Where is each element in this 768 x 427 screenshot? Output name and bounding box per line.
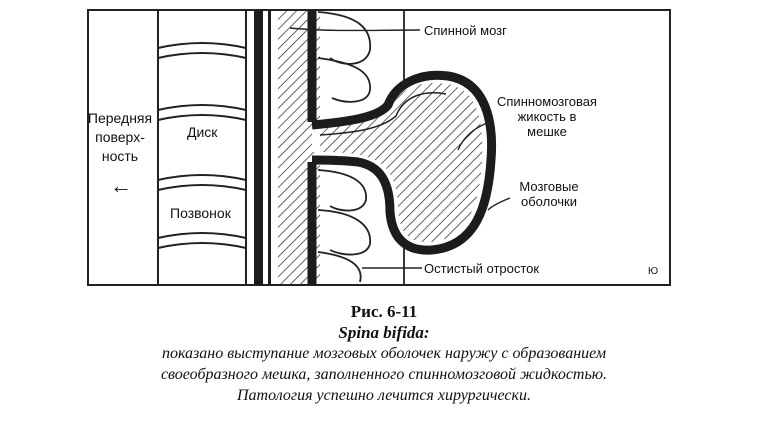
label-spinal-cord: Спинной мозг bbox=[424, 23, 507, 38]
figure-title: Spina bifida: bbox=[338, 323, 430, 342]
label-front-surface: Передняя поверх- ность bbox=[84, 109, 156, 166]
label-spinous-process: Остистый отросток bbox=[424, 261, 540, 276]
dura-layers bbox=[254, 10, 271, 285]
spinous-processes bbox=[317, 11, 372, 283]
caption-line: показано выступание мозговых оболочек на… bbox=[161, 345, 607, 362]
label-csf-sac-line: Спинномозговая bbox=[497, 94, 597, 109]
vertebral-column bbox=[157, 10, 247, 285]
label-csf-sac-line: мешке bbox=[527, 124, 567, 139]
label-front-surface-line: Передняя bbox=[87, 110, 153, 126]
label-meninges: Мозговые оболочки bbox=[508, 179, 590, 209]
label-front-surface-line: поверх- bbox=[95, 129, 145, 145]
diagram-frame bbox=[87, 9, 671, 286]
artist-signature: Ю bbox=[648, 266, 659, 277]
csf-sac bbox=[311, 70, 497, 255]
label-csf-sac-line: жикость в bbox=[517, 109, 577, 124]
figure-number: Рис. 6-11 bbox=[350, 302, 418, 321]
label-meninges-line: Мозговые bbox=[519, 179, 579, 194]
label-vertebra: Позвонок bbox=[170, 205, 231, 221]
label-front-surface-line: ность bbox=[101, 148, 139, 164]
label-meninges-line: оболочки bbox=[520, 194, 578, 209]
leader-lines bbox=[289, 27, 511, 269]
spina-bifida-diagram bbox=[87, 9, 671, 286]
caption-line: Патология успешно лечится хирургически. bbox=[236, 387, 531, 404]
label-disc: Диск bbox=[187, 124, 218, 140]
label-csf-sac: Спинномозговая жикость в мешке bbox=[487, 94, 607, 139]
arrow-left-icon: ← bbox=[110, 173, 132, 198]
caption-line: своеобразного мешка, заполненного спинно… bbox=[160, 366, 608, 383]
